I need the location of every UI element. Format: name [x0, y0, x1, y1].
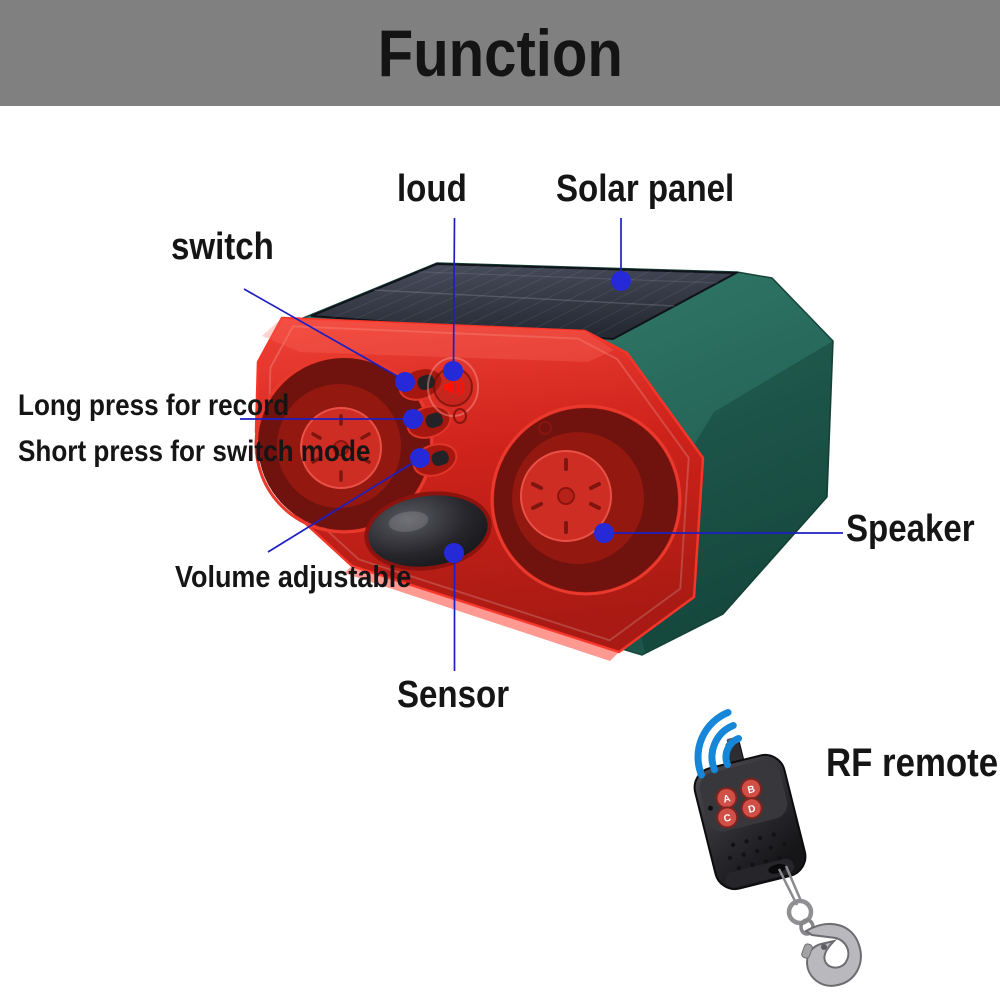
remote-buttons: A B C D — [715, 777, 763, 829]
label-sensor: Sensor — [397, 674, 510, 716]
remote-led — [707, 805, 713, 811]
callout-dot-volume — [410, 448, 430, 468]
label-speaker: Speaker — [846, 508, 975, 550]
speaker-wave-icon — [444, 378, 464, 397]
remote-button-d: D — [747, 803, 757, 815]
remote-button-a: A — [722, 793, 732, 805]
callout-dot-sensor — [444, 543, 464, 563]
label-long-press: Long press for record — [18, 389, 290, 422]
speaker-horn-right — [490, 404, 682, 596]
remote-button-c: C — [723, 813, 733, 825]
rf-remote: A B C D — [693, 708, 862, 987]
callout-dot-solar-panel — [611, 271, 631, 291]
page-title: Function — [377, 16, 623, 90]
solar-panel-grid — [332, 264, 718, 338]
loud-emblem — [427, 357, 552, 435]
label-switch: switch — [171, 226, 274, 268]
callout-lines — [240, 217, 843, 671]
label-loud: loud — [397, 168, 467, 210]
label-rf-remote: RF remote — [826, 741, 999, 785]
callout-line-loud — [452, 217, 456, 369]
remote-grip-dots — [727, 832, 787, 871]
callout-dot-speaker — [594, 523, 614, 543]
title-banner: Function — [0, 0, 1000, 106]
speaker-horn-left — [254, 354, 434, 534]
label-short-press: Short press for switch mode — [18, 435, 371, 468]
keychain-clasp-icon — [777, 865, 862, 987]
wifi-signal-icon — [694, 708, 743, 779]
label-solar-panel: Solar panel — [556, 168, 735, 210]
remote-button-b: B — [747, 784, 757, 796]
front-panel — [254, 316, 705, 661]
callout-dot-loud — [443, 361, 463, 381]
callout-dot-switch — [395, 372, 415, 392]
label-volume: Volume adjustable — [175, 559, 412, 594]
callout-line-switch — [243, 288, 405, 381]
callout-dot-record — [403, 409, 423, 429]
callout-dots — [395, 271, 631, 563]
callout-line-volume — [267, 458, 420, 553]
